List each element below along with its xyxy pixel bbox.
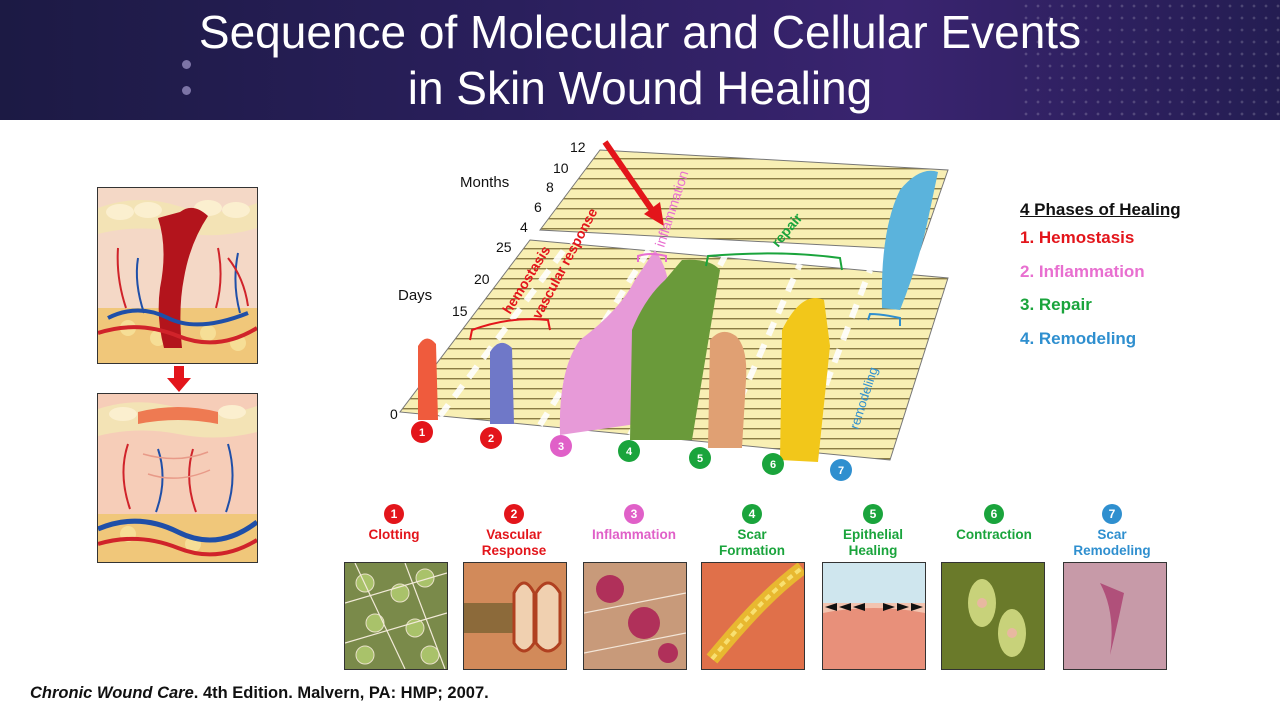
event-label: Remodeling [1073,543,1151,558]
event-label: Epithelial [842,527,903,542]
svg-text:6: 6 [770,459,776,471]
event-epithelial-healing: 5 Epithelial Healing [813,504,933,559]
phase-remodeling: 4. Remodeling [1020,328,1137,348]
month-tick: 10 [553,160,569,176]
day-tick: 15 [452,303,468,319]
event-number: 3 [624,504,644,524]
thumbnail-inflammation [583,562,687,670]
dot-pattern [1020,0,1280,120]
title-line-2: in Skin Wound Healing [407,62,873,114]
remodeling-bracket [867,312,901,326]
event-shape-epithelial [708,331,747,448]
page-title: Sequence of Molecular and Cellular Event… [0,4,1280,116]
arrow-head-icon [644,202,664,226]
event-vascular-response: 2 Vascular Response [454,504,574,559]
citation-title: Chronic Wound Care [30,684,194,702]
event-shape-contraction [780,298,830,462]
event-label: Vascular [486,527,542,542]
phases-legend: 4 Phases of Healing 1. Hemostasis 2. Inf… [1020,200,1260,362]
timeline-marker-5: 5 [689,447,711,469]
wound-skin-illustration [97,187,258,364]
thumbnail-clotting [344,562,448,670]
timeline-marker-2: 2 [480,427,502,449]
event-label: Response [481,543,547,558]
event-number: 4 [742,504,762,524]
timeline-marker-6: 6 [762,453,784,475]
months-axis-label: Months [460,174,509,191]
svg-text:5: 5 [697,453,703,465]
event-label: Inflammation [591,527,676,542]
days-axis-label: Days [398,287,432,304]
day-tick: 25 [496,239,512,255]
red-pointer-arrow [602,140,655,212]
hemostasis-bracket [469,318,551,341]
event-shape-remodeling [881,170,938,310]
decorative-dot [182,86,191,95]
event-shape-scar-formation [630,259,720,440]
thumbnail-scar-formation [701,562,805,670]
svg-text:2: 2 [488,433,494,445]
svg-text:1: 1 [419,427,425,439]
timeline-marker-1: 1 [411,421,433,443]
phase-hemostasis: 1. Hemostasis [1020,228,1135,247]
down-arrow-icon [167,366,191,392]
event-number: 1 [384,504,404,524]
healing-timeline-diagram: Months Days 12 10 8 6 4 25 20 15 0 hemos… [390,139,949,481]
citation: Chronic Wound Care. 4th Edition. Malvern… [30,684,489,703]
event-number: 2 [504,504,524,524]
thumbnail-contraction [941,562,1045,670]
title-line-1: Sequence of Molecular and Cellular Event… [198,6,1082,58]
event-scar-formation: 4 Scar Formation [692,504,812,559]
event-label: Formation [719,543,785,558]
decorative-dot [182,60,191,69]
month-tick: 4 [520,219,528,235]
event-number: 7 [1102,504,1122,524]
event-clotting: 1 Clotting [334,504,454,543]
svg-text:4: 4 [626,446,633,458]
event-label: Scar [1097,527,1127,542]
timeline-marker-3: 3 [550,435,572,457]
month-tick: 8 [546,179,554,195]
event-shape-clotting [418,338,438,420]
timeline-marker-7: 7 [830,459,852,481]
svg-text:3: 3 [558,441,564,453]
thumbnail-scar-remodeling [1063,562,1167,670]
svg-text:7: 7 [838,465,844,477]
event-shape-vascular [490,342,514,424]
phase-inflammation: 2. Inflammation [1020,261,1145,281]
day-tick: 0 [390,406,398,422]
event-scar-remodeling: 7 Scar Remodeling [1052,504,1172,559]
phase-repair: 3. Repair [1020,295,1092,314]
event-number: 5 [863,504,883,524]
timeline-marker-4: 4 [618,440,640,462]
phases-title: 4 Phases of Healing [1020,200,1181,219]
event-contraction: 6 Contraction [934,504,1054,543]
day-tick: 20 [474,271,490,287]
repair-bracket [705,252,843,271]
thumbnail-epithelial-healing [822,562,926,670]
event-inflammation: 3 Inflammation [574,504,694,543]
title-banner: Sequence of Molecular and Cellular Event… [0,0,1280,120]
thumbnail-vascular-response [463,562,567,670]
event-label: Clotting [368,527,420,542]
month-tick: 12 [570,139,586,155]
event-number: 6 [984,504,1004,524]
citation-details: . 4th Edition. Malvern, PA: HMP; 2007. [193,684,489,702]
event-label: Contraction [956,527,1032,542]
month-tick: 6 [534,199,542,215]
inflammation-bracket [637,253,667,262]
event-label: Scar [737,527,767,542]
healed-skin-illustration [97,393,258,563]
event-label: Healing [848,543,898,558]
